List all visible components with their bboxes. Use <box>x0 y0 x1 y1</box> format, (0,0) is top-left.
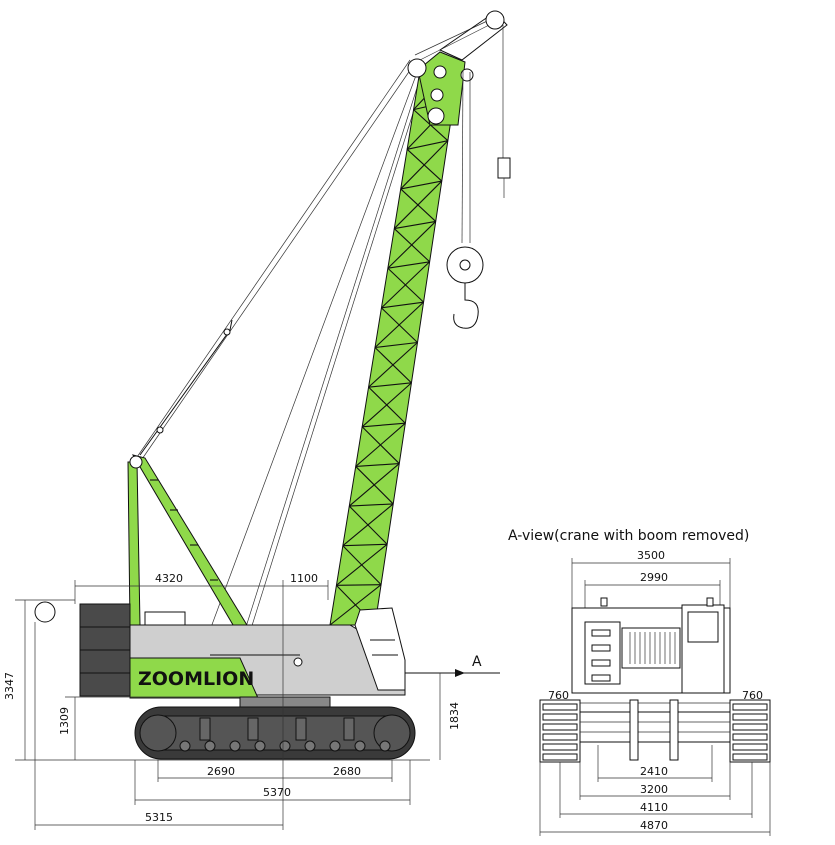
track-shoe <box>542 733 578 741</box>
track-roller <box>279 740 291 752</box>
track-roller <box>204 740 216 752</box>
superstructure: ZOOMLION <box>34 601 406 699</box>
track-shoe <box>542 713 578 721</box>
boom-strut <box>407 140 448 150</box>
dim-5315: 5315 <box>145 811 173 824</box>
dim-4870: 4870 <box>640 819 668 832</box>
track-frame-rib <box>199 717 211 741</box>
dim-760-left: 760 <box>548 689 569 702</box>
boom-lacing <box>355 466 394 505</box>
boom-lacing <box>381 307 418 343</box>
track-roller <box>379 740 391 752</box>
a-view-title: A-view(crane with boom removed) <box>508 528 749 544</box>
boom-strut <box>336 584 382 586</box>
a-view: A-view(crane with boom removed) 3500 299… <box>508 528 771 836</box>
track-roller <box>229 740 241 752</box>
dim-2680: 2680 <box>333 765 361 778</box>
boom-lacing <box>387 267 424 303</box>
track-shoe <box>732 723 768 731</box>
boom-lacing <box>361 426 400 464</box>
boom-strut <box>355 463 400 467</box>
dim-1309: 1309 <box>58 707 71 735</box>
track-roller <box>304 740 316 752</box>
track-frame-rib <box>295 717 307 741</box>
brand-logo-text: ZOOMLION <box>138 668 254 690</box>
track-shoe <box>542 743 578 751</box>
side-dimensions: 4320 1100 3347 1309 1834 2690 2680 5370 <box>3 572 461 830</box>
track-shoe <box>732 753 768 761</box>
track-shoe <box>542 703 578 711</box>
dim-5370: 5370 <box>263 786 291 799</box>
dim-3347: 3347 <box>3 672 16 700</box>
boom-lacing <box>368 386 406 424</box>
track-shoe <box>542 753 578 761</box>
boom-lacing <box>374 347 412 384</box>
track-roller <box>329 740 341 752</box>
track-shoe <box>732 743 768 751</box>
view-a-marker: A <box>405 654 500 677</box>
dim-760-right: 760 <box>742 689 763 702</box>
dim-2410: 2410 <box>640 765 668 778</box>
boom-lacing <box>400 188 437 222</box>
dim-3200: 3200 <box>640 783 668 796</box>
track-shoe <box>732 703 768 711</box>
boom-strut <box>374 341 418 349</box>
boom-lacing <box>348 505 388 545</box>
track-shoe <box>732 713 768 721</box>
dim-1100: 1100 <box>290 572 318 585</box>
track-frame-rib <box>343 717 355 741</box>
boom-strut <box>349 503 394 507</box>
view-a-label: A <box>472 654 482 670</box>
lattice-boom <box>329 10 508 626</box>
track-frame-rib <box>247 717 259 741</box>
boom-strut <box>387 261 430 269</box>
track-roller <box>179 740 191 752</box>
dim-3500: 3500 <box>637 549 665 562</box>
dim-4110: 4110 <box>640 801 668 814</box>
hook-block <box>446 25 511 329</box>
track-shoe <box>542 723 578 731</box>
track-roller <box>354 740 366 752</box>
boom-strut <box>400 180 442 190</box>
boom-strut <box>362 422 406 428</box>
boom-strut <box>342 543 388 547</box>
boom-lacing <box>393 228 431 263</box>
track-roller <box>254 740 266 752</box>
dim-4320: 4320 <box>155 572 183 585</box>
dim-2990: 2990 <box>640 571 668 584</box>
side-view: ZOOMLION A 4320 1100 <box>3 10 511 830</box>
boom-strut <box>368 382 412 388</box>
boom-lacing <box>406 148 443 182</box>
dim-1834: 1834 <box>448 702 461 730</box>
boom-strut <box>381 301 424 309</box>
boom-strut <box>394 220 436 230</box>
dim-2690: 2690 <box>207 765 235 778</box>
crawler-track <box>134 696 416 760</box>
track-shoe <box>732 733 768 741</box>
boom-lacing <box>342 545 382 586</box>
mast <box>127 319 251 631</box>
